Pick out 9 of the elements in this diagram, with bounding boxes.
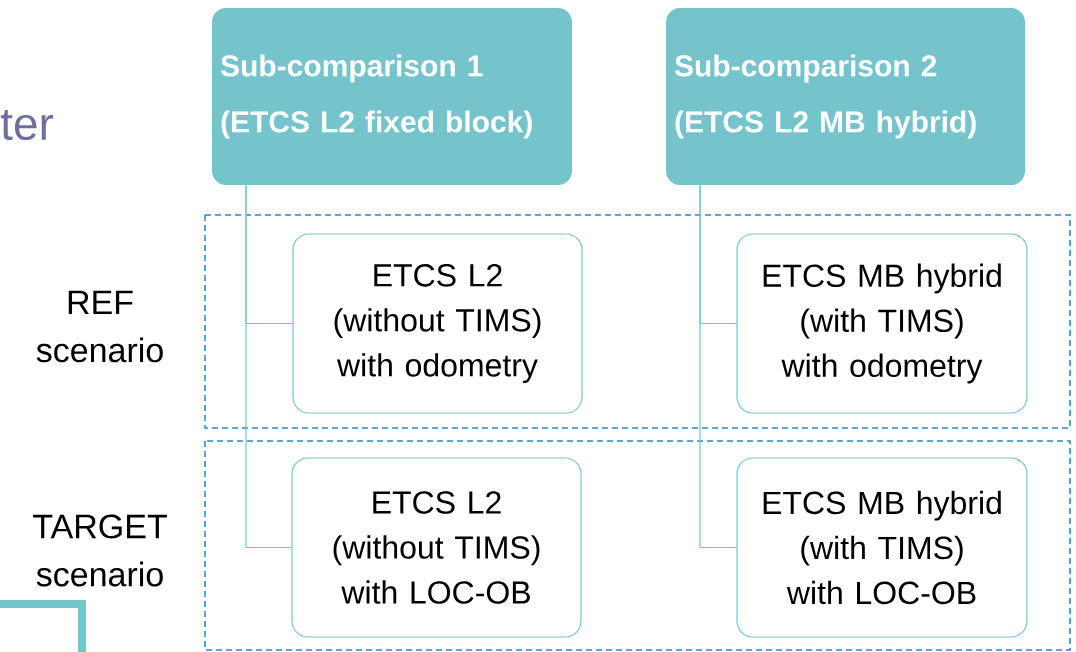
- band-label: TARGET scenario: [33, 514, 167, 587]
- band-label: REF scenario: [36, 290, 163, 363]
- header-box: Sub-comparison 2 (ETCS L2 MB hybrid): [666, 8, 1025, 185]
- title-fragment: ter: [0, 109, 54, 141]
- scenario-box: ETCS MB hybrid (with TIMS) with odometry: [736, 233, 1028, 414]
- scenario-box: ETCS MB hybrid (with TIMS) with LOC-OB: [736, 457, 1028, 638]
- scenario-box: ETCS L2 (without TIMS) with odometry: [292, 233, 583, 414]
- scenario-box: ETCS L2 (without TIMS) with LOC-OB: [291, 457, 582, 638]
- header-box: Sub-comparison 1 (ETCS L2 fixed block): [212, 8, 572, 185]
